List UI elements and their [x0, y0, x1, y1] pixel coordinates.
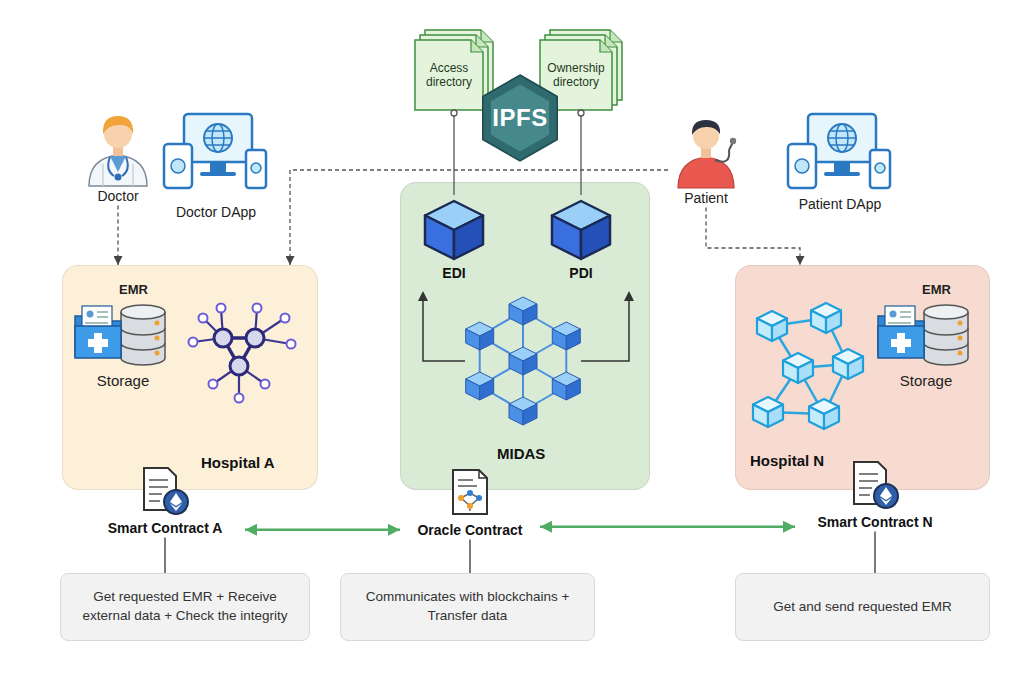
edi-cube: EDI — [419, 195, 489, 283]
smart-contract: Smart Contract N — [795, 460, 955, 532]
role-text: Get and send requested EMR — [773, 598, 952, 617]
ipfs-label: IPFS — [492, 103, 547, 133]
role-box: Get requested EMR + Receive external dat… — [60, 573, 310, 641]
oracle-contract: Oracle Contract — [400, 466, 540, 540]
dapp-label: Doctor DApp — [176, 204, 256, 222]
exchange-arrow — [540, 526, 795, 529]
ipfs-hexagon: IPFS — [476, 72, 564, 164]
cube-icon — [548, 195, 614, 265]
cube-label: PDI — [569, 265, 592, 283]
link-end-dot — [578, 110, 584, 116]
contract-label: Smart Contract N — [817, 514, 932, 532]
dapp-devices: Doctor DApp — [158, 110, 274, 222]
emr-storage-icon — [73, 298, 173, 368]
dapp-devices: Patient DApp — [780, 110, 900, 214]
panel-title: MIDAS — [497, 445, 545, 464]
link-end-dot — [451, 110, 457, 116]
role-line — [164, 538, 165, 574]
contract-icon — [138, 466, 192, 516]
role-text: Get requested EMR + Receive external dat… — [79, 588, 291, 626]
smart-contract: Smart Contract A — [85, 466, 245, 538]
storage-label: Storage — [73, 372, 173, 391]
oracle-icon — [443, 466, 497, 518]
emr-storage: EMR Storage — [876, 280, 988, 395]
role-box: Communicates with blockchains + Transfer… — [340, 573, 595, 641]
actor-label: Patient — [684, 190, 728, 208]
pdi-cube: PDI — [546, 195, 616, 283]
contract-icon — [848, 460, 902, 510]
hospital-panel: Hospital A EMR Storage — [62, 265, 318, 490]
midas-panel: MIDAS EDI PDI — [400, 182, 650, 490]
exchange-arrow — [245, 529, 400, 532]
directory-label: Ownership directory — [542, 61, 610, 90]
storage-label: EMR — [119, 282, 148, 298]
doctor-actor: Doctor — [78, 106, 158, 206]
patient-icon — [673, 108, 739, 188]
hospital-panel: Hospital N EMR Storage — [735, 265, 990, 490]
directory-label: Access directory — [417, 61, 481, 90]
cube-icon — [421, 195, 487, 265]
doctor-icon — [83, 106, 153, 186]
actor-label: Doctor — [97, 188, 138, 206]
dapp-icon — [160, 110, 272, 192]
panel-title: Hospital A — [201, 454, 275, 473]
storage-label: EMR — [922, 282, 951, 298]
role-text: Communicates with blockchains + Transfer… — [359, 588, 576, 626]
access-dashed-arrow — [706, 208, 800, 266]
contract-label: Smart Contract A — [108, 520, 223, 538]
patient-actor: Patient — [668, 108, 744, 208]
role-line — [874, 532, 875, 574]
role-line — [469, 540, 470, 574]
cube-label: EDI — [442, 265, 465, 283]
storage-label: Storage — [876, 372, 976, 391]
access-dashed-arrow — [117, 206, 118, 266]
dapp-label: Patient DApp — [799, 196, 882, 214]
directory-document: Access directory — [415, 30, 493, 110]
dapp-icon — [784, 110, 896, 192]
panel-title: Hospital N — [750, 452, 824, 471]
emr-storage: EMR Storage — [73, 280, 185, 395]
emr-storage-icon — [876, 298, 976, 368]
contract-label: Oracle Contract — [417, 522, 522, 540]
role-box: Get and send requested EMR — [735, 573, 990, 641]
